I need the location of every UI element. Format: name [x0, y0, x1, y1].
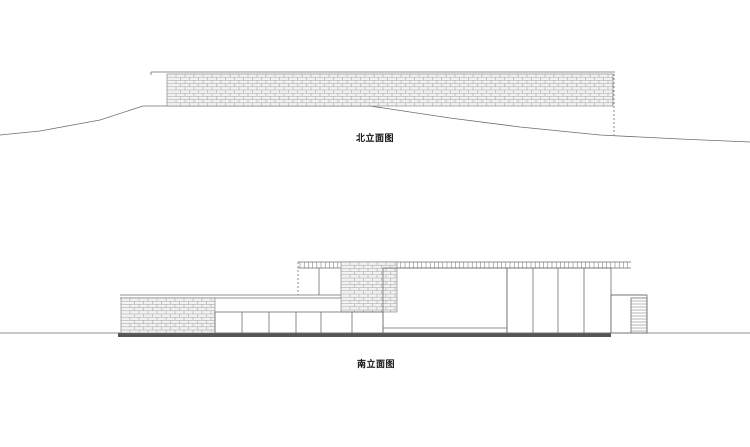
south-brick-tower	[340, 261, 398, 313]
north-terrain-line	[0, 105, 750, 143]
south-right-hall	[506, 267, 612, 334]
south-annex-louvres	[631, 300, 647, 332]
south-annex-louvre-frame	[630, 297, 648, 334]
north-elevation-caption: 北立面图	[355, 134, 395, 144]
south-brick-courses-left	[121, 298, 215, 333]
south-elevation	[0, 261, 750, 337]
south-elevation-caption: 南立面图	[356, 360, 396, 370]
south-right-mullions	[532, 268, 585, 333]
south-annex	[610, 294, 648, 334]
north-elevation	[0, 71, 750, 143]
south-glazing-left	[214, 311, 384, 334]
south-brick-block-left	[120, 297, 216, 334]
south-brick-courses-tower	[341, 262, 397, 312]
south-glazing-mullions	[241, 312, 353, 333]
north-brick-courses	[167, 74, 613, 106]
south-central-wall	[382, 267, 508, 334]
south-base-strip	[118, 333, 611, 337]
